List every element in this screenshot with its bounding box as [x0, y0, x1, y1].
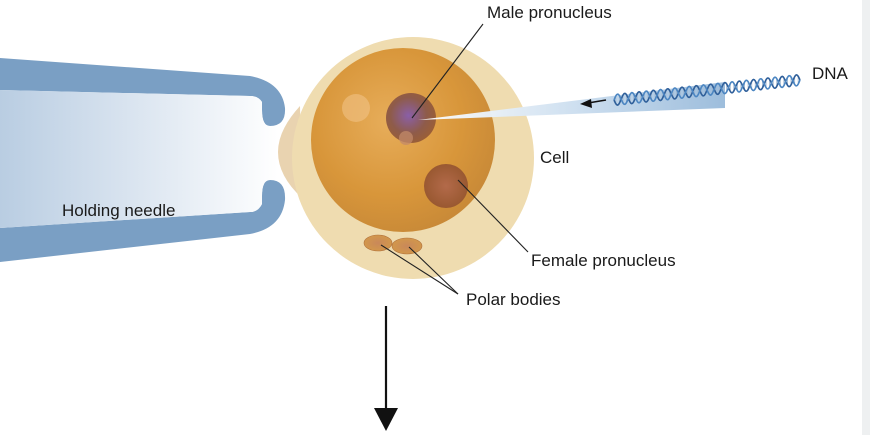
- male-pronucleus-label: Male pronucleus: [487, 3, 612, 22]
- female-pronucleus-label: Female pronucleus: [531, 251, 676, 270]
- down-arrow: [374, 306, 398, 431]
- holding-needle-label: Holding needle: [62, 201, 175, 220]
- polar-body-1: [364, 235, 392, 251]
- male-pronucleus-dot: [399, 131, 413, 145]
- dna-label: DNA: [812, 64, 849, 83]
- polar-body-2: [392, 238, 422, 254]
- right-edge-strip: [862, 0, 870, 435]
- polar-bodies-label: Polar bodies: [466, 290, 561, 309]
- holding-needle: [0, 58, 285, 262]
- cytoplasm-highlight: [342, 94, 370, 122]
- cell: [278, 37, 534, 279]
- female-pronucleus: [424, 164, 468, 208]
- cell-label: Cell: [540, 148, 569, 167]
